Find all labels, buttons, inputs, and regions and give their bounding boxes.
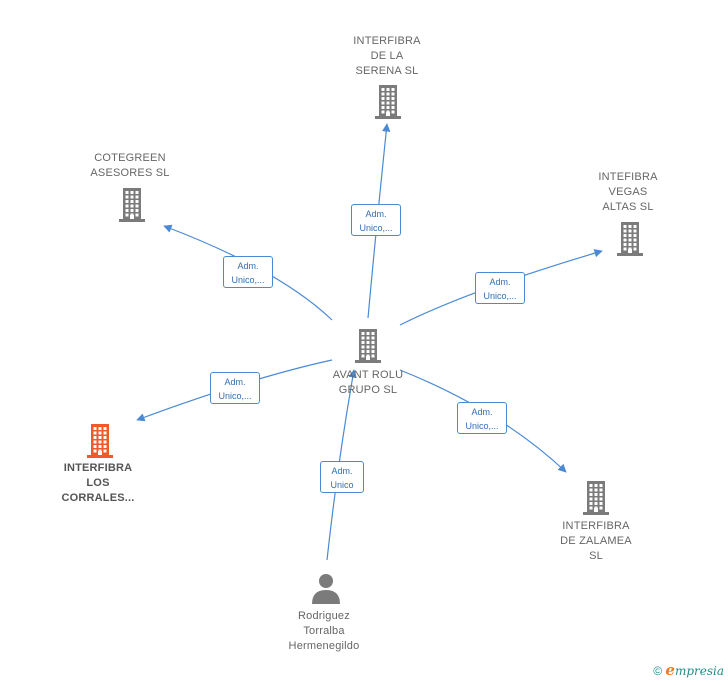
edge-label-cotegreen[interactable]: Adm. Unico,... <box>223 256 273 288</box>
edge-label-line: Adm. <box>365 209 387 219</box>
label-line: INTERFIBRA <box>562 520 630 532</box>
label-line: INTERFIBRA <box>353 35 421 47</box>
label-line: ASESORES SL <box>90 167 170 179</box>
edge-label-corrales[interactable]: Adm. Unico,... <box>210 372 260 404</box>
node-label-corrales[interactable]: INTERFIBRA LOS CORRALES... <box>48 461 148 506</box>
label-line: CORRALES... <box>61 492 135 504</box>
label-line: Rodriguez <box>298 610 350 622</box>
edge-label-line: Adm. <box>471 407 493 417</box>
label-line: VEGAS <box>608 186 648 198</box>
edge-label-zalamea[interactable]: Adm. Unico,... <box>457 402 507 434</box>
edge-label-vegas[interactable]: Adm. Unico,... <box>475 272 525 304</box>
node-label-cotegreen[interactable]: COTEGREEN ASESORES SL <box>80 151 180 181</box>
edge-label-line: Unico,... <box>483 291 517 301</box>
edge-label-line: Adm. <box>331 466 353 476</box>
edge-label-line: Adm. <box>237 261 259 271</box>
label-line: SL <box>589 550 603 562</box>
label-line: INTEFIBRA <box>598 171 658 183</box>
building-icon[interactable] <box>580 479 612 515</box>
label-line: SERENA SL <box>355 65 419 77</box>
building-icon[interactable] <box>614 220 646 256</box>
copyright-symbol: © <box>653 664 663 678</box>
edge-label-line: Unico,... <box>231 275 265 285</box>
label-line: ALTAS SL <box>602 201 654 213</box>
building-icon[interactable] <box>116 186 148 222</box>
brand-rest: mpresia <box>674 664 724 678</box>
label-line: GRUPO SL <box>338 384 398 396</box>
label-line: AVANT ROLU <box>332 369 404 381</box>
copyright-notice: © empresia <box>653 661 724 679</box>
building-icon[interactable] <box>372 83 404 119</box>
node-label-serena[interactable]: INTERFIBRA DE LA SERENA SL <box>337 34 437 79</box>
edge-label-serena[interactable]: Adm. Unico,... <box>351 204 401 236</box>
building-icon[interactable] <box>84 422 116 458</box>
label-line: Hermenegildo <box>288 640 360 652</box>
edge-label-line: Unico,... <box>465 421 499 431</box>
label-line: COTEGREEN <box>94 152 166 164</box>
node-label-vegas[interactable]: INTEFIBRA VEGAS ALTAS SL <box>578 170 678 215</box>
label-line: DE ZALAMEA <box>560 535 632 547</box>
node-label-center[interactable]: AVANT ROLU GRUPO SL <box>318 368 418 398</box>
building-icon[interactable] <box>352 327 384 363</box>
label-line: DE LA <box>370 50 404 62</box>
node-label-zalamea[interactable]: INTERFIBRA DE ZALAMEA SL <box>546 519 646 564</box>
edge-label-line: Unico,... <box>218 391 252 401</box>
node-label-person[interactable]: Rodriguez Torralba Hermenegildo <box>274 609 374 654</box>
edge-label-line: Unico <box>330 480 354 490</box>
edge-label-line: Unico,... <box>359 223 393 233</box>
brand-initial: e <box>665 661 675 679</box>
edge-label-person[interactable]: Adm. Unico <box>320 461 364 493</box>
edge-label-line: Adm. <box>489 277 511 287</box>
label-line: Torralba <box>303 625 345 637</box>
brand-logo[interactable]: empresia <box>665 661 724 679</box>
person-icon[interactable] <box>310 572 342 604</box>
label-line: INTERFIBRA <box>63 462 133 474</box>
label-line: LOS <box>86 477 110 489</box>
edge-label-line: Adm. <box>224 377 246 387</box>
